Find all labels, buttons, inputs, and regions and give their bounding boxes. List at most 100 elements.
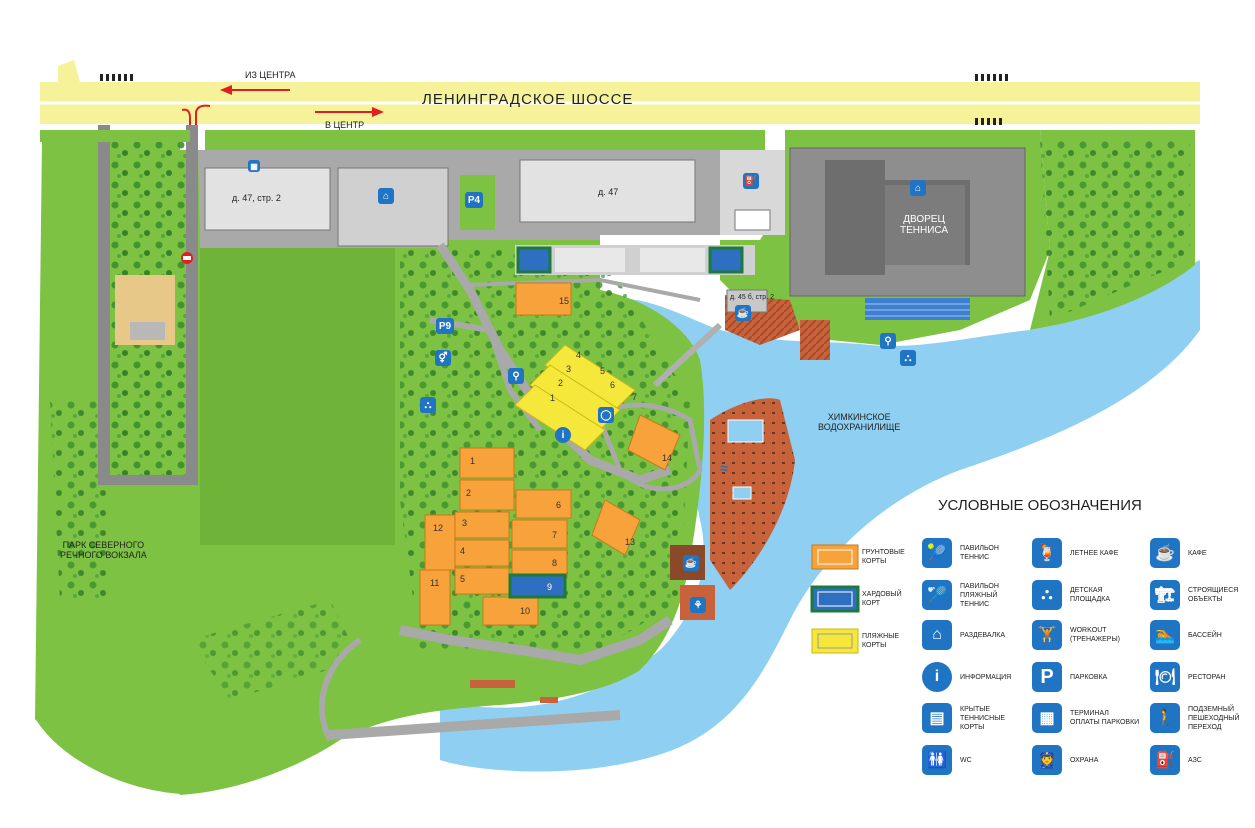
tennis-racket-icon: ◯ [598, 407, 614, 423]
summer-cafe-icon: 🍹 [1032, 538, 1062, 568]
beach-court-number: 2 [558, 378, 564, 388]
court-number: 11 [430, 578, 440, 588]
court-number: 15 [559, 296, 570, 306]
cafe-icon: ☕ [1150, 538, 1180, 568]
highway-name: ЛЕНИНГРАДСКОЕ ШОССЕ [422, 91, 634, 108]
from-center-label: ИЗ ЦЕНТРА [245, 70, 296, 80]
court-number: 10 [520, 606, 531, 616]
court-number: 5 [460, 574, 466, 584]
beach-area [710, 398, 795, 590]
legend-label: РАЗДЕВАЛКА [960, 631, 1006, 639]
legend-label: ХАРДОВЫЙ КОРТ [862, 591, 902, 607]
legend-playground: ⛬ ДЕТСКАЯ ПЛОЩАДКА [1032, 580, 1110, 610]
court-number: 3 [462, 518, 468, 528]
underpass-icon: 🚶 [1150, 703, 1180, 733]
legend-label: ПЛЯЖНЫЕ КОРТЫ [862, 633, 900, 649]
covered-courts-icon: ▤ [922, 703, 952, 733]
legend-label: АЗС [1188, 756, 1202, 764]
legend-clay-swatch [811, 544, 859, 570]
court-number: 6 [556, 500, 562, 510]
legend-label: КАФЕ [1188, 549, 1207, 557]
reservoir-label: ХИМКИНСКОЕ ВОДОХРАНИЛИЩЕ [818, 412, 901, 432]
legend-beach-courts: ПЛЯЖНЫЕ КОРТЫ [862, 632, 899, 650]
to-center-label: В ЦЕНТР [325, 120, 365, 130]
legend-label: ПАРКОВКА [1070, 673, 1108, 681]
legend-label: РЕСТОРАН [1188, 673, 1226, 681]
beach-court-number: 4 [576, 350, 582, 360]
legend-beach-swatch [811, 628, 859, 654]
building-47-2-label: д. 47, стр. 2 [232, 193, 281, 203]
parking-icon: P [1032, 662, 1062, 692]
reservoir-water [440, 260, 1200, 772]
hard-court [508, 573, 567, 599]
restaurant-icon: ⚘ [690, 597, 706, 613]
legend-label: WC [960, 756, 972, 764]
court-number: 8 [552, 558, 558, 568]
construction-icon: ⌂ [378, 188, 394, 204]
legend-label: ДЕТСКАЯ ПЛОЩАДКА [1070, 587, 1111, 603]
playground-icon: ⛬ [420, 397, 436, 413]
construction-icon: ⌂ [910, 180, 926, 196]
court-number: 13 [625, 537, 636, 547]
parking-p4-sign: P4 [465, 192, 483, 208]
info-icon: i [555, 427, 571, 443]
building-47-label: д. 47 [598, 187, 619, 197]
legend-label: ПАВИЛЬОН ТЕННИС [960, 545, 999, 561]
legend-hard-court: ХАРДОВЫЙ КОРТ [862, 590, 902, 608]
court-number: 2 [466, 488, 472, 498]
hanger-icon: ⌂ [922, 620, 952, 650]
workout-icon: 🏋 [1032, 620, 1062, 650]
legend-underpass: 🚶 ПОДЗЕМНЫЙ ПЕШЕХОДНЫЙ ПЕРЕХОД [1150, 703, 1240, 733]
beach-tennis-icon: 🏸 [922, 580, 952, 610]
tennis-racket-icon: 🎾 [922, 538, 952, 568]
legend-label: ГРУНТОВЫЕ КОРТЫ [862, 549, 905, 565]
gas-station-icon: ⛽ [743, 173, 759, 189]
legend-information: i ИНФОРМАЦИЯ [922, 662, 1011, 692]
parking-terminal-icon: ▦ [248, 160, 260, 172]
playground-icon: ⛬ [1032, 580, 1062, 610]
workout-icon: ⚲ [880, 333, 896, 349]
clay-courts [419, 282, 681, 626]
info-icon: i [922, 662, 952, 692]
legend-label: ЛЕТНЕЕ КАФЕ [1070, 549, 1119, 557]
security-icon: 👮 [1032, 745, 1062, 775]
legend-label: ПОДЗЕМНЫЙ ПЕШЕХОДНЫЙ ПЕРЕХОД [1188, 705, 1240, 731]
park-label: ПАРК СЕВЕРНОГО РЕЧНОГО ВОКЗАЛА [60, 540, 147, 560]
pool-icon: 🏊 [1150, 620, 1180, 650]
court-number: 12 [433, 523, 444, 533]
legend-label: ИНФОРМАЦИЯ [960, 673, 1012, 681]
legend-label: ПАВИЛЬОН ПЛЯЖНЫЙ ТЕННИС [960, 582, 999, 608]
court-number: 14 [662, 453, 673, 463]
legend-label: WORKOUT (ТРЕНАЖЕРЫ) [1070, 627, 1120, 643]
legend-parking-terminal: ▦ ТЕРМИНАЛ ОПЛАТЫ ПАРКОВКИ [1032, 703, 1139, 733]
legend-label: ТЕРМИНАЛ ОПЛАТЫ ПАРКОВКИ [1070, 710, 1140, 726]
summer-cafe-icon: ☕ [735, 305, 751, 321]
restaurant-icon: 🍽 [1150, 662, 1180, 692]
legend-label: СТРОЯЩИЕСЯ ОБЪЕКТЫ [1188, 587, 1239, 603]
legend-label: БАССЕЙН [1188, 631, 1222, 639]
wc-icon: ⚥ [435, 350, 451, 366]
legend-pool: 🏊 БАССЕЙН [1150, 620, 1222, 650]
legend-summer-cafe: 🍹 ЛЕТНЕЕ КАФЕ [1032, 538, 1118, 568]
legend-hard-swatch [810, 585, 860, 613]
legend-clay-courts: ГРУНТОВЫЕ КОРТЫ [862, 548, 905, 566]
legend-beach-pavilion: 🏸 ПАВИЛЬОН ПЛЯЖНЫЙ ТЕННИС [922, 580, 999, 610]
legend-cafe: ☕ КАФЕ [1150, 538, 1207, 568]
workout-icon: ⚲ [508, 368, 524, 384]
legend-parking: P ПАРКОВКА [1032, 662, 1107, 692]
legend-security: 👮 ОХРАНА [1032, 745, 1098, 775]
building-45b-label: д. 45 б, стр. 2 [730, 294, 774, 301]
beach-court-number: 7 [632, 392, 638, 402]
legend-wc: 🚻 WC [922, 745, 972, 775]
legend-construction: 🏗 СТРОЯЩИЕСЯ ОБЪЕКТЫ [1150, 580, 1238, 610]
gas-station-icon: ⛽ [1150, 745, 1180, 775]
playground-icon: ⛬ [900, 350, 916, 366]
legend-gas-station: ⛽ АЗС [1150, 745, 1202, 775]
beach-court-number: 6 [610, 380, 616, 390]
beach-court-number: 1 [550, 393, 556, 403]
construction-icon: 🏗 [1150, 580, 1180, 610]
court-number: 4 [460, 546, 466, 556]
legend-label: ОХРАНА [1070, 756, 1099, 764]
legend-locker-room: ⌂ РАЗДЕВАЛКА [922, 620, 1005, 650]
